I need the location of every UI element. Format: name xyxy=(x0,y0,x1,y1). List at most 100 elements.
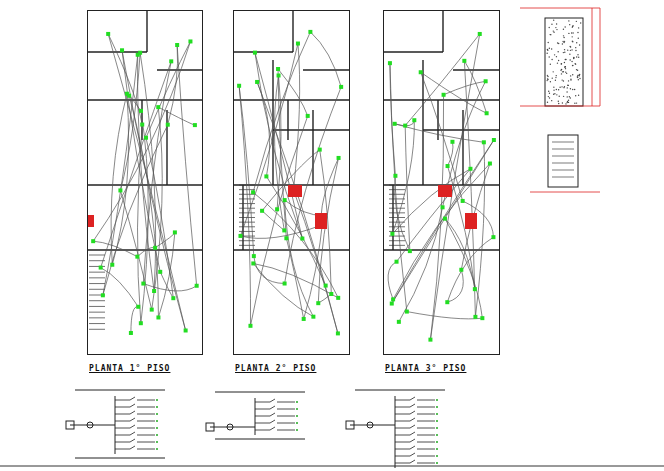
breaker-symbol xyxy=(255,420,295,423)
outlet-symbol xyxy=(140,123,144,127)
outlet-symbol xyxy=(127,94,131,98)
wiring-run xyxy=(101,268,139,307)
fill-dot xyxy=(570,75,571,76)
fill-dot xyxy=(555,77,556,78)
fill-dot xyxy=(552,77,553,78)
wiring-run xyxy=(278,69,308,116)
stair-step xyxy=(89,329,105,330)
dimension-line xyxy=(592,8,593,106)
outlet-symbol xyxy=(324,284,328,288)
outlet-symbol xyxy=(393,122,397,126)
fill-dot xyxy=(548,91,549,92)
fill-dot xyxy=(557,62,558,63)
wiring-run xyxy=(108,34,185,331)
wall-line xyxy=(146,10,147,52)
fill-dot xyxy=(571,61,572,62)
fill-dot xyxy=(558,60,559,61)
breaker-symbol xyxy=(395,425,435,428)
stair-step xyxy=(389,189,405,190)
fill-dot xyxy=(572,26,573,27)
floor-plan-art xyxy=(87,10,203,335)
fill-dot xyxy=(570,79,571,80)
outlet-symbol xyxy=(478,32,482,36)
outlet-symbol xyxy=(393,174,397,178)
circuit-end xyxy=(436,427,438,429)
fill-dot xyxy=(578,38,579,39)
section-detail xyxy=(520,8,600,192)
breaker-symbol xyxy=(395,446,435,449)
outlet-symbol xyxy=(308,30,312,34)
fill-dot xyxy=(563,29,564,30)
breaker-symbol xyxy=(395,453,435,456)
wiring-run xyxy=(390,63,407,311)
fill-dot xyxy=(561,63,562,64)
breaker-symbol xyxy=(395,432,435,435)
outlet-symbol xyxy=(462,59,466,63)
outlet-symbol xyxy=(237,84,241,88)
wiring-run xyxy=(392,120,414,234)
circuit-end xyxy=(296,401,298,403)
outlet-symbol xyxy=(428,338,432,342)
fill-dot xyxy=(572,26,573,27)
wiring-run xyxy=(240,44,297,236)
fill-dot xyxy=(553,19,554,20)
outlet-symbol xyxy=(144,136,148,140)
fill-dot xyxy=(558,89,559,90)
floor-plan-art xyxy=(383,10,500,342)
outlet-symbol xyxy=(248,324,252,328)
outlet-symbol xyxy=(395,260,399,264)
wiring-run xyxy=(393,164,490,300)
fill-dot xyxy=(547,42,548,43)
plan-title: PLANTA 2° PISO xyxy=(234,364,317,373)
fill-dot xyxy=(572,89,573,90)
sheet-border xyxy=(0,466,664,467)
fill-dot xyxy=(574,103,575,104)
panel-symbol xyxy=(315,213,327,229)
fill-dot xyxy=(550,64,551,65)
fill-dot xyxy=(579,44,580,45)
fill-dot xyxy=(563,37,564,38)
fill-dot xyxy=(567,49,568,50)
plan-title: PLANTA 3° PISO xyxy=(384,364,467,373)
panel-symbol xyxy=(288,185,302,197)
circuit-end xyxy=(156,434,158,436)
circuit-end xyxy=(436,420,438,422)
stair-step xyxy=(239,203,255,204)
outlet-symbol xyxy=(106,32,110,36)
source-symbol xyxy=(66,421,74,429)
outlet-symbol xyxy=(120,48,124,52)
stair-step xyxy=(389,245,405,246)
outlet-symbol xyxy=(336,296,340,300)
source-symbol xyxy=(206,423,214,431)
wiring-run xyxy=(277,75,281,209)
wiring-run xyxy=(448,142,453,166)
breaker-symbol xyxy=(395,404,435,407)
fill-dot xyxy=(553,89,554,90)
fill-dot xyxy=(575,47,576,48)
schematic-bar xyxy=(215,392,305,393)
fill-dot xyxy=(573,57,574,58)
fill-dot xyxy=(551,24,552,25)
outlet-symbol xyxy=(480,316,484,320)
wiring-run xyxy=(421,72,463,201)
wall-line xyxy=(453,69,500,70)
fill-dot xyxy=(579,75,580,76)
fill-dot xyxy=(556,29,557,30)
single-line-diagram xyxy=(346,390,445,471)
source-symbol xyxy=(346,421,354,429)
fill-dot xyxy=(555,80,556,81)
wiring-run xyxy=(254,256,285,283)
fill-dot xyxy=(553,94,554,95)
circuit-end xyxy=(436,441,438,443)
fill-dot xyxy=(556,89,557,90)
outlet-symbol xyxy=(488,162,492,166)
wall-line xyxy=(292,10,293,52)
stair-step xyxy=(239,198,255,199)
wiring-run xyxy=(140,53,156,291)
outlet-symbol xyxy=(339,85,343,89)
circuit-end xyxy=(296,415,298,417)
fill-dot xyxy=(548,56,549,57)
wiring-run xyxy=(93,41,190,241)
outlet-symbol xyxy=(491,235,495,239)
meter-symbol xyxy=(87,422,93,428)
